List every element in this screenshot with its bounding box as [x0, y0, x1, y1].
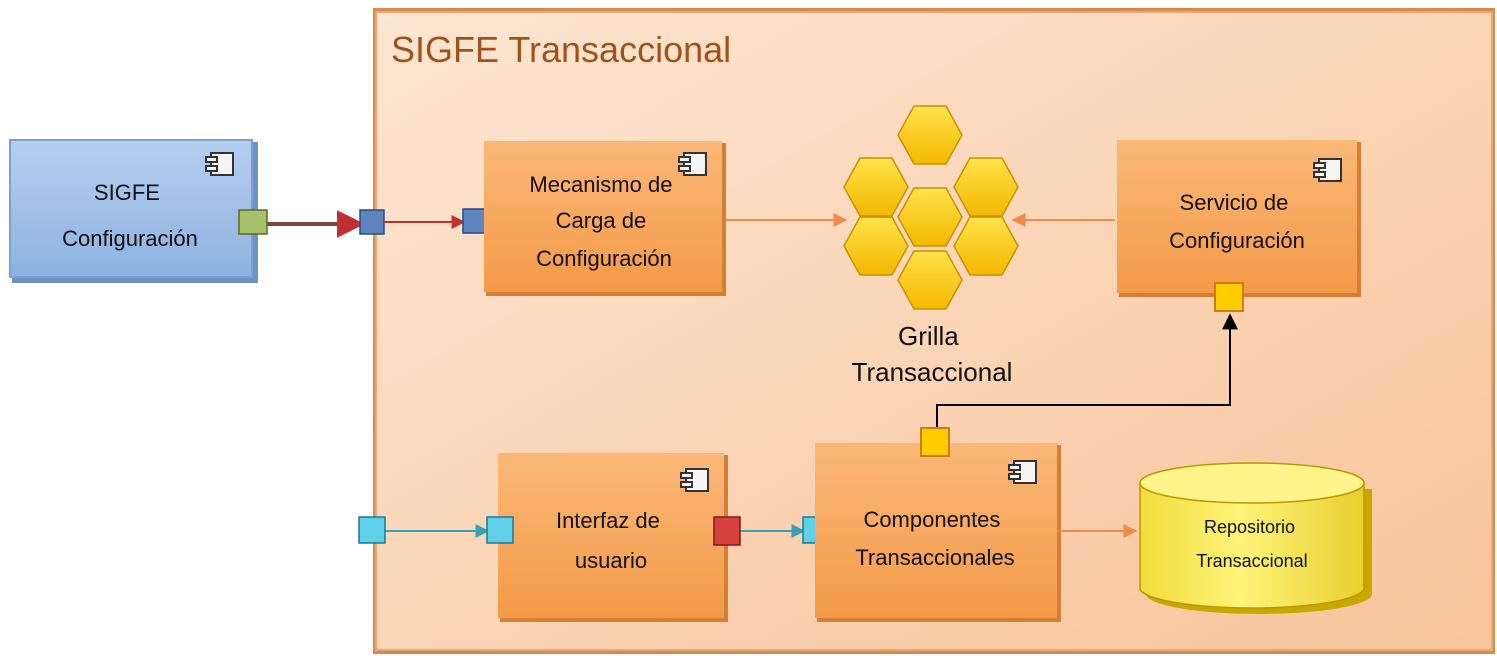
- port-cyan-icon: [486, 516, 514, 544]
- componentes-line1: Componentes: [863, 507, 1000, 532]
- port-yellow-icon: [920, 427, 950, 457]
- connector-componentes-to-servicio: [936, 313, 1238, 430]
- svg-text:SIGFE Configuración: SIGFE Configuración: [62, 180, 198, 251]
- repository-line1: Repositorio: [1204, 517, 1295, 537]
- repositorio-transaccional-database[interactable]: Repositorio Transaccional: [1139, 462, 1372, 614]
- componentes-transaccionales-component[interactable]: Componentes Transaccionales: [815, 427, 1061, 622]
- grid-label-line2: Transaccional: [852, 357, 1013, 387]
- svg-text:Repositorio Transacciona: Repositorio Transaccional: [1196, 517, 1307, 571]
- component-icon: [1313, 158, 1342, 182]
- port-red-icon: [713, 516, 741, 546]
- hexagon-icon: [897, 187, 963, 247]
- svg-text:Grilla Transaccional: Grilla Transaccional: [852, 321, 1013, 387]
- port-blue-icon: [462, 208, 488, 234]
- carga-line2: Carga de: [556, 208, 647, 233]
- svg-text:Interfaz de usuario: Interfaz de usuario: [556, 508, 666, 573]
- mecanismo-carga-component[interactable]: Mecanismo de Carga de Configuración: [484, 141, 726, 296]
- hexagon-icon: [953, 216, 1019, 276]
- hexagon-icon: [897, 250, 963, 310]
- interfaz-line2: usuario: [575, 548, 647, 573]
- carga-line3: Configuración: [536, 246, 672, 271]
- repository-line2: Transaccional: [1196, 551, 1307, 571]
- grilla-transaccional-grid[interactable]: [843, 105, 1019, 310]
- component-icon: [680, 468, 709, 492]
- external-line2: Configuración: [62, 226, 198, 251]
- hexagon-icon: [843, 216, 909, 276]
- component-icon: [678, 152, 707, 176]
- interfaz-line1: Interfaz de: [556, 508, 660, 533]
- servicio-line2: Configuración: [1169, 228, 1305, 253]
- external-line1: SIGFE: [94, 180, 160, 205]
- port-yellow-icon: [1214, 282, 1244, 312]
- servicio-line1: Servicio de: [1180, 190, 1289, 215]
- sigfe-configuracion-box[interactable]: SIGFE Configuración: [9, 139, 258, 283]
- hexagon-icon: [897, 105, 963, 165]
- component-icon: [1008, 460, 1037, 484]
- grid-label-line1: Grilla: [898, 321, 959, 351]
- hexagon-icon: [843, 157, 909, 217]
- hexagon-icon: [953, 157, 1019, 217]
- port-green-icon: [238, 209, 268, 235]
- servicio-configuracion-component[interactable]: Servicio de Configuración: [1117, 140, 1361, 312]
- svg-text:Mecanismo de Carga de: Mecanismo de Carga de Configuración: [529, 172, 678, 271]
- svg-text:Componentes Transacciona: Componentes Transaccionales: [855, 507, 1014, 570]
- port-cyan-icon: [358, 516, 386, 544]
- container-title: SIGFE Transaccional: [391, 29, 731, 70]
- port-blue-icon: [359, 209, 385, 235]
- componentes-line2: Transaccionales: [855, 545, 1014, 570]
- interfaz-usuario-component[interactable]: Interfaz de usuario: [498, 453, 728, 622]
- component-icon: [205, 152, 234, 176]
- svg-text:Servicio de Configuració: Servicio de Configuración: [1169, 190, 1305, 253]
- carga-line1: Mecanismo de: [529, 172, 672, 197]
